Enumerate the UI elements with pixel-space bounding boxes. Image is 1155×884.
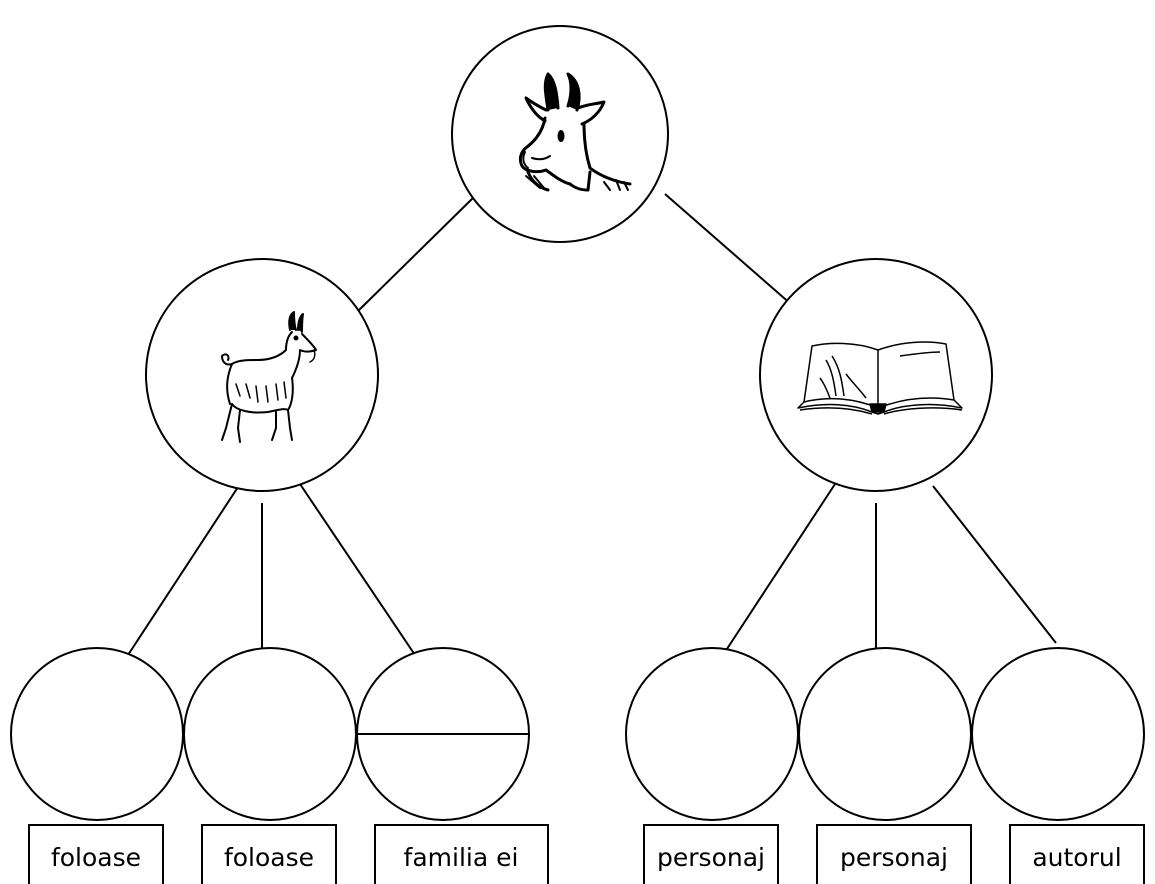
label-box-4	[643, 824, 779, 884]
branch-node-book	[759, 258, 993, 492]
label-autorul: autorul	[1032, 843, 1121, 872]
label-personaj-1: personaj	[657, 843, 765, 872]
leaf-node-1	[10, 647, 184, 821]
leaf-node-2	[183, 647, 357, 821]
goat-head-icon	[518, 72, 632, 192]
label-box-1	[28, 824, 164, 884]
label-foloase-1: foloase	[51, 843, 141, 872]
label-boxes	[28, 824, 1145, 884]
connectors	[127, 193, 1057, 656]
label-personaj-2: personaj	[840, 843, 948, 872]
label-box-2	[201, 824, 337, 884]
branch-node-goat	[145, 258, 379, 492]
leaf-node-5	[798, 647, 972, 821]
label-box-5	[816, 824, 972, 884]
open-book-icon	[797, 341, 963, 415]
leaf-node-6	[971, 647, 1145, 821]
connector-root-left	[356, 196, 475, 313]
connector-left-child-3	[299, 483, 416, 656]
goat-icon	[221, 311, 317, 443]
label-box-6	[1009, 824, 1145, 884]
connector-right-child-1	[722, 480, 838, 656]
connector-right-child-3	[932, 485, 1057, 644]
connector-root-right	[664, 193, 801, 313]
label-familia-ei: familia ei	[404, 843, 519, 872]
label-foloase-2: foloase	[224, 843, 314, 872]
connector-left-child-1	[127, 483, 241, 656]
label-box-3	[374, 824, 549, 884]
leaf-node-4	[625, 647, 799, 821]
leaf-circles	[10, 647, 1145, 821]
